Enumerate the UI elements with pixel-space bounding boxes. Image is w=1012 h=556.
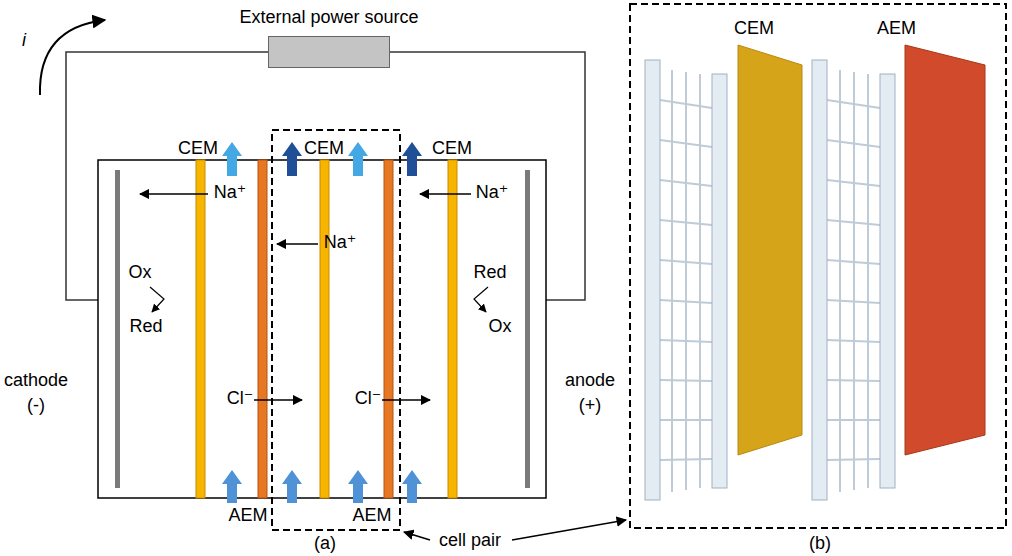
spacer-mesh: [660, 419, 712, 421]
spacer-mesh: [660, 220, 712, 225]
anion-membrane-sheet-shape: [905, 45, 985, 455]
spacer-mesh: [827, 340, 880, 342]
ion-arrow: [277, 243, 318, 245]
cell-pair-frame: [272, 130, 400, 530]
anion-membrane-sheet: AEM: [905, 45, 985, 455]
cation-membrane-sheet: CEM: [738, 45, 802, 455]
anode-electrode: [525, 170, 530, 488]
spacer-mesh: [660, 260, 712, 264]
electrode-label: cathode (-): [4, 368, 68, 418]
spacer-mesh: [660, 100, 712, 108]
ion-label: Cl⁻: [227, 388, 254, 409]
spacer-bar: [712, 74, 727, 488]
spacer-mesh: [660, 459, 712, 460]
current-arrow: [40, 20, 105, 95]
spacer-bar: [645, 60, 660, 500]
membrane-label: AEM: [228, 505, 267, 526]
spacer-mesh: [827, 459, 880, 460]
spacer-mesh: [660, 340, 712, 342]
ion-arrow: [254, 399, 302, 401]
flow-arrow: [402, 142, 422, 176]
spacer-mesh: [827, 140, 880, 147]
reaction-arrow: [150, 287, 164, 312]
spacer-mesh: [660, 70, 712, 492]
ion-label: Cl⁻: [355, 388, 382, 409]
reaction-label: Red: [129, 316, 162, 337]
flow-arrow: [222, 142, 242, 176]
spacer-mesh: [660, 380, 712, 381]
detail-frame: [630, 4, 1006, 528]
spacer-mesh: [827, 70, 880, 492]
ion-arrow: [420, 193, 471, 195]
spacer-mesh: [853, 72, 855, 490]
spacer-mesh: [867, 74, 869, 488]
spacer-mesh: [699, 74, 701, 488]
cation-membrane-sheet-shape: [738, 45, 802, 455]
electrode-label: anode (+): [565, 368, 615, 418]
spacer-bar: [812, 60, 827, 500]
membrane-label: AEM: [352, 505, 391, 526]
anion-membrane-sheet-outline: [905, 45, 985, 455]
spacer-bar: [880, 74, 895, 488]
reaction-label: Ox: [488, 316, 511, 337]
anion-membrane: [258, 160, 267, 498]
node-heading: External power source: [239, 7, 418, 28]
spacer-mesh: [660, 180, 712, 186]
ion-label: Na⁺: [324, 232, 357, 253]
node-heading: CEM: [734, 18, 774, 39]
anion-membrane: [384, 160, 393, 498]
membrane-label: CEM: [432, 138, 472, 159]
flow-arrow: [282, 470, 302, 503]
leader-arrow: [512, 520, 626, 540]
cation-membrane: [320, 160, 329, 498]
flow-arrow: [222, 470, 242, 503]
panel-label: (a): [314, 533, 336, 554]
flow-arrow: [402, 470, 422, 503]
power-source-box: External power source: [268, 36, 390, 68]
membrane-label: CEM: [304, 138, 344, 159]
cathode-electrode: [115, 170, 120, 488]
spacer-mesh: [827, 300, 880, 303]
flow-arrow: [348, 142, 368, 176]
reaction-label: Red: [473, 262, 506, 283]
reaction-label: Ox: [128, 262, 151, 283]
flow-arrow: [348, 470, 368, 503]
spacer-mesh: [827, 220, 880, 225]
cation-membrane: [196, 160, 205, 498]
membrane-label: CEM: [178, 138, 218, 159]
spacer-mesh: [671, 70, 673, 492]
panel-label: (b): [809, 533, 831, 554]
spacer-mesh: [827, 380, 880, 381]
spacer-mesh: [685, 72, 687, 490]
callout-label: cell pair: [439, 530, 501, 551]
cation-membrane-sheet-outline: [738, 45, 802, 455]
cation-membrane: [448, 160, 457, 498]
reaction-arrow: [474, 287, 488, 312]
spacer-mesh: [827, 180, 880, 186]
stack-housing: [98, 160, 546, 498]
leader-arrow: [404, 532, 430, 540]
spacer-mesh: [660, 300, 712, 303]
ion-label: Na⁺: [214, 182, 247, 203]
spacer-mesh: [827, 419, 880, 421]
flow-arrow: [282, 142, 302, 176]
node-heading: AEM: [877, 18, 916, 39]
spacer-mesh: [827, 260, 880, 264]
ion-arrow: [140, 193, 208, 195]
current-symbol: i: [22, 30, 26, 51]
ion-arrow: [382, 399, 430, 401]
spacer-mesh: [827, 100, 880, 108]
spacer-mesh: [660, 140, 712, 147]
ion-label: Na⁺: [476, 182, 509, 203]
spacer-mesh: [839, 70, 841, 492]
